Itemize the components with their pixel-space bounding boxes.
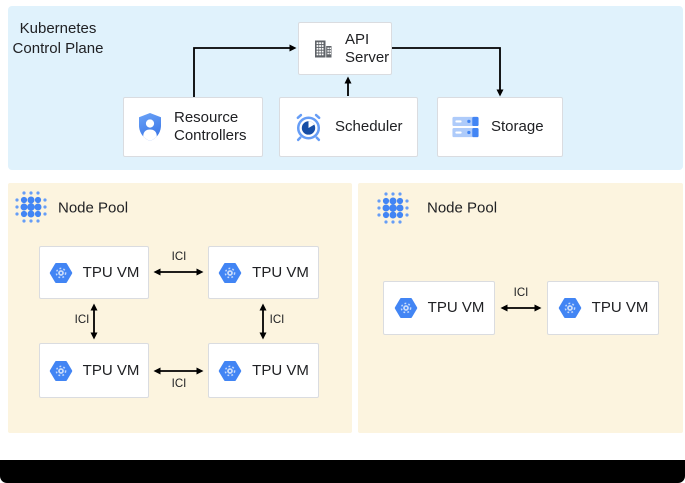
control-plane-title: Kubernetes Control Plane: [6, 19, 110, 59]
api-server-label-line2: Server: [345, 48, 390, 66]
ici-link-label: ICI: [171, 251, 187, 263]
tpu-vm-label: TPU VM: [252, 361, 309, 379]
tpu-vm-node: TPU VM: [39, 343, 149, 398]
scheduler-node: Scheduler: [279, 97, 418, 157]
tpu-vm-label: TPU VM: [252, 263, 309, 281]
node-pool-left-label: Node Pool: [58, 199, 129, 217]
shield-user-icon: [137, 112, 163, 142]
resource-controllers-label-line1: Resource: [174, 109, 239, 126]
resource-controllers-label-line2: Controllers: [174, 127, 247, 144]
tpu-vm-label: TPU VM: [427, 299, 485, 316]
control-plane-title-line1: Kubernetes: [19, 20, 97, 37]
tpu-vm-node: TPU VM: [208, 343, 319, 398]
tpu-vm-label: TPU VM: [82, 361, 140, 379]
tpu-hexagon-icon: [558, 297, 582, 319]
storage-disks-icon: [451, 115, 480, 139]
dots-cluster-icon: [14, 190, 48, 224]
api-server-node: API Server: [298, 22, 392, 75]
tpu-hexagon-icon: [49, 360, 73, 382]
tpu-vm-node: TPU VM: [39, 246, 149, 299]
ici-link-label: ICI: [269, 314, 285, 326]
storage-node: Storage: [437, 97, 563, 157]
tpu-hexagon-icon: [218, 262, 242, 284]
tpu-vm-node: TPU VM: [547, 281, 659, 335]
node-pool-right-label: Node Pool: [427, 199, 498, 217]
tpu-vm-node: TPU VM: [208, 246, 319, 299]
resource-controllers-node: Resource Controllers: [123, 97, 263, 157]
alarm-clock-icon: [293, 112, 324, 143]
building-icon: [312, 38, 334, 60]
dots-cluster-icon: [376, 191, 410, 225]
tpu-vm-label: TPU VM: [591, 299, 649, 316]
resource-controllers-label: Resource Controllers: [174, 109, 247, 145]
ici-link-label: ICI: [513, 287, 529, 299]
scheduler-label: Scheduler: [335, 118, 403, 135]
api-server-label: API Server: [345, 31, 389, 67]
tpu-hexagon-icon: [218, 360, 242, 382]
ici-link-label: ICI: [74, 314, 90, 326]
window-bottom-bar: [0, 460, 685, 483]
ici-link-label: ICI: [171, 378, 187, 390]
storage-label: Storage: [491, 118, 544, 135]
tpu-hexagon-icon: [49, 262, 73, 284]
tpu-vm-label: TPU VM: [82, 263, 140, 281]
api-server-label-line1: API: [345, 30, 370, 48]
tpu-hexagon-icon: [394, 297, 418, 319]
tpu-vm-node: TPU VM: [383, 281, 495, 335]
control-plane-title-line2: Control Plane: [12, 40, 104, 57]
